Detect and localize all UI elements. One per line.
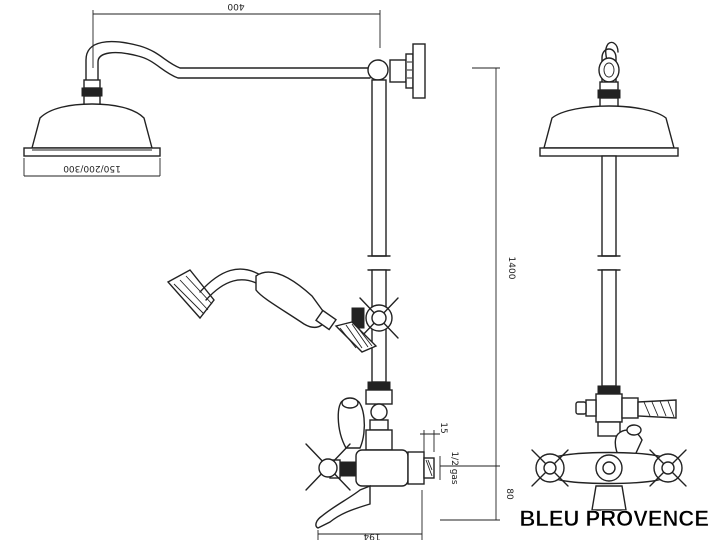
spout-length-label: 194 xyxy=(363,531,380,540)
arm-length-dimension: 400 xyxy=(92,1,381,68)
column-height-dimension: 1400 80 xyxy=(440,67,516,521)
riser-pipe xyxy=(367,79,391,383)
head-diameter-label: 150/200/300 xyxy=(63,163,121,173)
mixer-body xyxy=(305,443,435,491)
thread-dimensions: 15 1/2 gas xyxy=(420,422,459,485)
side-view: 400 150/200/300 xyxy=(23,1,516,540)
front-shower-head xyxy=(539,81,679,157)
column-height-label: 1400 xyxy=(506,257,516,280)
head-diameter-dimension: 150/200/300 xyxy=(23,158,161,177)
thread-size-label: 1/2 gas xyxy=(449,451,459,485)
shower-head xyxy=(23,79,161,157)
front-view xyxy=(531,41,687,511)
offset-label: 15 xyxy=(438,422,448,433)
front-riser xyxy=(597,155,621,387)
front-mixer-body xyxy=(531,449,687,511)
bottom-offset-label: 80 xyxy=(504,488,514,500)
diverter-assembly xyxy=(337,381,393,451)
front-arm xyxy=(598,41,620,83)
bath-spout: 194 xyxy=(315,484,423,540)
hand-shower-holder xyxy=(351,297,399,339)
wall-bracket xyxy=(367,43,426,99)
arm-length-label: 400 xyxy=(227,1,244,11)
shower-hose xyxy=(334,321,378,353)
hand-shower xyxy=(166,268,337,331)
shower-arm xyxy=(85,40,371,81)
brand-logo: BLEU PROVENCE xyxy=(519,506,709,532)
